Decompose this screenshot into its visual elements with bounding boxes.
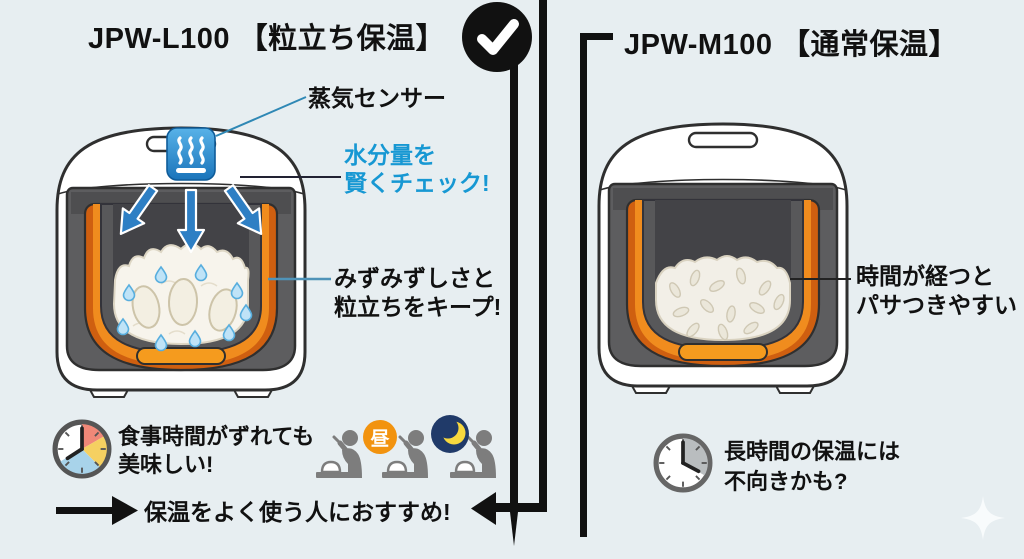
clock-color-icon bbox=[52, 419, 112, 479]
diner-icon bbox=[450, 430, 496, 478]
meal-label: 食事時間がずれても 美味しい! bbox=[118, 424, 315, 477]
clock-gray-icon bbox=[653, 433, 713, 493]
sparkle-icon bbox=[961, 496, 1005, 540]
moisture-label: 水分量を 賢くチェック! bbox=[344, 142, 490, 196]
steam-sensor-icon bbox=[166, 127, 216, 181]
recommend-label: 保温をよく使う人におすすめ! bbox=[144, 499, 451, 525]
moon-icon bbox=[431, 415, 469, 453]
recommend-arrow-icon bbox=[56, 496, 138, 525]
left-panel-title: JPW-L100 【粒立ち保温】 bbox=[88, 23, 446, 55]
down-arrows-icon bbox=[109, 179, 273, 254]
left-cooker-illustration bbox=[55, 126, 307, 399]
right-panel-title: JPW-M100 【通常保温】 bbox=[624, 29, 959, 61]
sensor-label: 蒸気センサー bbox=[308, 85, 446, 111]
checkmark-icon bbox=[462, 2, 532, 72]
dry-label: 時間が経つと パサつきやすい bbox=[856, 263, 1017, 318]
longtime-label: 長時間の保温には 不向きかも? bbox=[724, 439, 901, 494]
diner-icon bbox=[316, 430, 362, 478]
diner-icon bbox=[382, 430, 428, 478]
keep-label: みずみずしさと 粒立ちをキープ! bbox=[334, 265, 502, 320]
rice-grains bbox=[131, 278, 238, 332]
right-cooker-illustration bbox=[597, 122, 849, 395]
flat-rice bbox=[655, 255, 791, 342]
noon-badge: 昼 bbox=[363, 420, 397, 454]
dry-grain-outlines bbox=[669, 267, 785, 341]
